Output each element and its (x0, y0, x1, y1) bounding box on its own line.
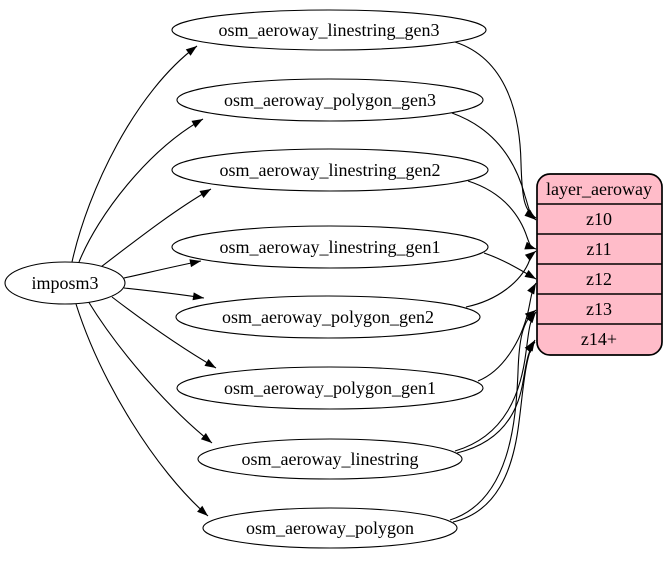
layer-row-z14: z14+ (581, 329, 617, 349)
table-label: osm_aeroway_polygon_gen2 (222, 307, 434, 327)
layer-row-z12: z12 (586, 269, 612, 289)
table-label: osm_aeroway_linestring_gen1 (220, 237, 441, 257)
edge-polygon-gen2-z11 (465, 250, 537, 308)
node-osm-aeroway-linestring: osm_aeroway_linestring (197, 438, 463, 480)
edges-tables-to-layer (449, 41, 537, 523)
node-osm-aeroway-linestring-gen3: osm_aeroway_linestring_gen3 (171, 9, 487, 51)
edge-linestring-gen3-z10 (454, 41, 537, 219)
edge-imposm3-linestring-gen1 (123, 259, 202, 279)
edge-polygon-z14 (452, 339, 536, 523)
imposm3-label: imposm3 (31, 273, 98, 293)
table-ellipse (197, 438, 463, 480)
edge-imposm3-polygon-gen1 (111, 296, 217, 369)
table-label: osm_aeroway_linestring_gen3 (219, 20, 440, 40)
table-ellipse (175, 295, 481, 339)
node-osm-aeroway-linestring-gen1: osm_aeroway_linestring_gen1 (171, 225, 489, 269)
node-imposm3: imposm3 (4, 261, 126, 305)
node-layer-aeroway: layer_aeroway z10 z11 z12 z13 z14+ (536, 173, 663, 356)
layer-row-z13: z13 (586, 299, 612, 319)
edge-imposm3-linestring-gen3 (71, 45, 198, 263)
node-osm-aeroway-polygon: osm_aeroway_polygon (202, 507, 458, 549)
table-label: osm_aeroway_linestring_gen2 (220, 160, 441, 180)
table-ellipse (171, 9, 487, 51)
table-label: osm_aeroway_polygon_gen1 (224, 378, 436, 398)
edge-imposm3-linestring-gen2 (96, 188, 212, 271)
edge-linestring-z13 (454, 311, 537, 452)
table-label: osm_aeroway_polygon_gen3 (224, 90, 436, 110)
edges-source-to-tables (71, 45, 217, 517)
table-ellipse (171, 225, 489, 269)
table-ellipse (202, 507, 458, 549)
edge-imposm3-polygon-gen2 (123, 287, 205, 301)
edge-linestring-gen2-z11 (467, 180, 537, 250)
layer-row-z10: z10 (586, 209, 612, 229)
edge-imposm3-polygon (75, 303, 209, 517)
table-label: osm_aeroway_polygon (246, 518, 414, 538)
edge-imposm3-linestring (87, 300, 213, 444)
table-label: osm_aeroway_linestring (242, 449, 419, 469)
edge-polygon-z13 (449, 309, 537, 521)
edge-linestring-gen1-z12 (483, 252, 537, 280)
edge-imposm3-polygon-gen3 (78, 118, 204, 263)
table-ellipse (171, 148, 489, 192)
edge-polygon-gen3-z10 (451, 112, 537, 221)
layer-row-z11: z11 (586, 239, 611, 259)
layer-aeroway-title: layer_aeroway (546, 179, 652, 199)
imposm3-ellipse (4, 261, 126, 305)
node-osm-aeroway-polygon-gen2: osm_aeroway_polygon_gen2 (175, 295, 481, 339)
node-osm-aeroway-polygon-gen1: osm_aeroway_polygon_gen1 (176, 366, 484, 410)
node-osm-aeroway-polygon-gen3: osm_aeroway_polygon_gen3 (176, 78, 484, 122)
table-ellipse (176, 366, 484, 410)
node-osm-aeroway-linestring-gen2: osm_aeroway_linestring_gen2 (171, 148, 489, 192)
table-ellipse (176, 78, 484, 122)
